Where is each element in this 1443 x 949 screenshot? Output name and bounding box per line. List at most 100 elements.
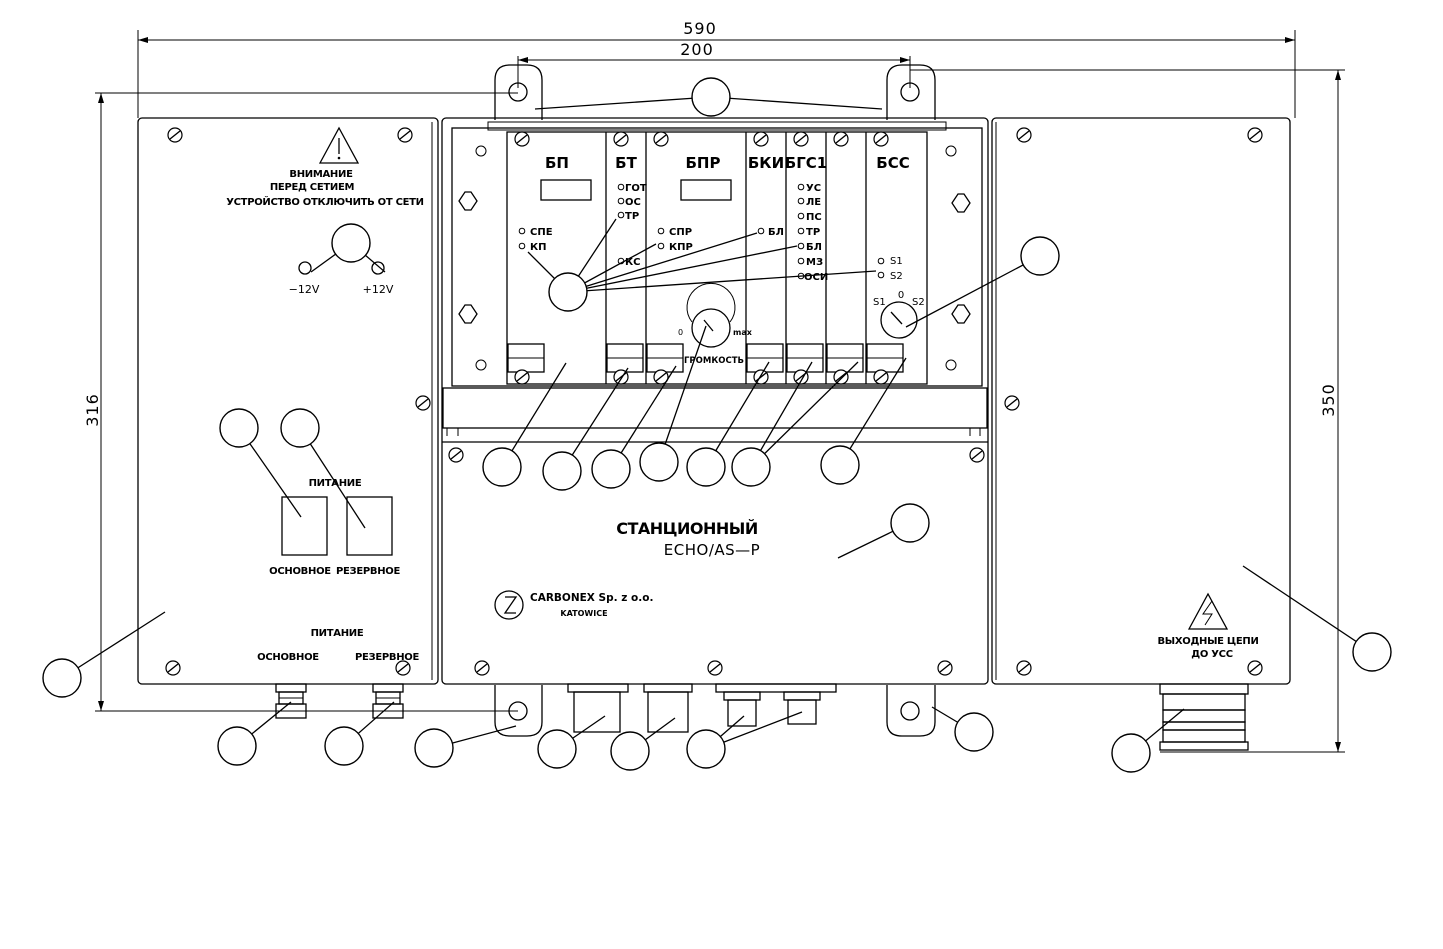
screw-icon <box>873 131 889 147</box>
device-title: СТАНЦИОННЫЙ <box>616 519 758 538</box>
callout-bubbles <box>42 77 1392 773</box>
module-bki-title: БКИ <box>748 154 784 172</box>
callout-bubble <box>639 442 679 482</box>
hex-nut-icon <box>951 193 971 213</box>
switch-s2-label: S2 <box>912 297 925 308</box>
dim-350: 350 <box>1319 383 1338 417</box>
screw-icon <box>613 131 629 147</box>
mount-hole <box>945 359 957 371</box>
screw-icon <box>1004 395 1020 411</box>
callout-bubble <box>219 408 259 448</box>
indicator-label: ГОТ <box>625 183 647 194</box>
dim-590: 590 <box>683 19 717 38</box>
callout-bubble <box>1111 733 1151 773</box>
callout-bubble <box>954 712 994 752</box>
indicator-label: ОСИ <box>804 272 828 283</box>
reserve-label-bottom: РЕЗЕРВНОЕ <box>355 652 420 663</box>
screw-icon <box>793 131 809 147</box>
screw-icon <box>395 660 411 676</box>
hex-nut-icon <box>458 304 478 324</box>
dimension-lines <box>95 30 1345 753</box>
callout-bubble <box>686 447 726 487</box>
main-label-bottom: ОСНОВНОЕ <box>257 652 319 663</box>
indicator-label: S1 <box>890 256 903 267</box>
screw-icon <box>753 131 769 147</box>
right-panel <box>991 117 1291 685</box>
module-bp-title: БП <box>545 154 569 172</box>
screw-icon <box>167 127 183 143</box>
indicator-label: ОС <box>625 197 641 208</box>
indicator-label: ТР <box>806 227 820 238</box>
mount-hole <box>475 359 487 371</box>
warning-triangle-icon <box>318 126 360 164</box>
warning-title: ВНИМАНИЕ <box>289 169 353 180</box>
warning-line3: УСТРОЙСТВО ОТКЛЮЧИТЬ ОТ СЕТИ <box>226 195 424 208</box>
screw-icon <box>514 369 530 385</box>
warning-line2: ПЕРЕД СЕТИЕМ <box>270 182 355 193</box>
indicator-label: КП <box>530 242 547 253</box>
callout-bubble <box>1352 632 1392 672</box>
screw-icon <box>415 395 431 411</box>
callout-bubble <box>217 726 257 766</box>
screw-icon <box>969 447 985 463</box>
screw-icon <box>474 660 490 676</box>
screw-icon <box>1247 127 1263 143</box>
module-bpr-title: БПР <box>686 154 721 172</box>
screw-icon <box>833 369 849 385</box>
indicator-label: МЗ <box>806 257 823 268</box>
module-bgs1-title: БГС1 <box>785 154 827 172</box>
indicator-label: ТР <box>625 211 639 222</box>
switch-s1-label: S1 <box>873 297 886 308</box>
screw-icon <box>165 660 181 676</box>
callout-bubble <box>591 449 631 489</box>
screw-icon <box>514 131 530 147</box>
indicator-label: ПС <box>806 212 822 223</box>
output-cable-gland <box>1159 683 1249 751</box>
main-fuse-holder <box>281 496 328 556</box>
indicator-label: БЛ <box>806 242 822 253</box>
module-bss-title: БСС <box>876 154 909 172</box>
indicator-label: УС <box>806 183 821 194</box>
callout-bubble <box>691 77 731 117</box>
screw-icon <box>653 131 669 147</box>
main-label: ОСНОВНОЕ <box>269 566 331 577</box>
selector-switch[interactable] <box>880 301 918 339</box>
screw-icon <box>833 131 849 147</box>
callout-bubble <box>610 731 650 771</box>
high-voltage-icon <box>1187 592 1229 630</box>
knob-label: ГРОМКОСТЬ <box>684 356 744 366</box>
output-line1: ВЫХОДНЫЕ ЦЕПИ <box>1157 636 1258 647</box>
dim-200: 200 <box>680 40 714 59</box>
bottom-connectors <box>567 683 837 733</box>
indicator-label: ЛЕ <box>806 197 821 208</box>
screw-icon <box>937 660 953 676</box>
volume-knob[interactable] <box>686 282 736 348</box>
indicator-label: S2 <box>890 271 903 282</box>
callout-bubble <box>548 272 588 312</box>
screw-icon <box>1016 127 1032 143</box>
knob-min-label: 0 <box>678 328 683 337</box>
screw-icon <box>448 447 464 463</box>
screw-icon <box>753 369 769 385</box>
minus-12v-label: −12V <box>289 283 320 296</box>
mounting-lugs <box>494 64 936 737</box>
screw-icon <box>397 127 413 143</box>
cable-gland-main <box>275 683 307 719</box>
callout-bubble <box>482 447 522 487</box>
callout-bubble <box>820 445 860 485</box>
callout-bubble <box>537 729 577 769</box>
callout-bubble <box>731 447 771 487</box>
screw-icon <box>1247 660 1263 676</box>
callout-bubble <box>331 223 371 263</box>
indicator-label: КС <box>625 257 641 268</box>
callout-bubble <box>1020 236 1060 276</box>
power-title-bottom: ПИТАНИЕ <box>311 628 364 639</box>
callout-bubble <box>42 658 82 698</box>
knob-max-label: max <box>733 328 753 337</box>
callout-bubble <box>686 729 726 769</box>
indicator-label: СПР <box>669 227 692 238</box>
screw-icon <box>1016 660 1032 676</box>
callout-bubble <box>414 728 454 768</box>
maker-city: KATOWICE <box>560 609 607 618</box>
